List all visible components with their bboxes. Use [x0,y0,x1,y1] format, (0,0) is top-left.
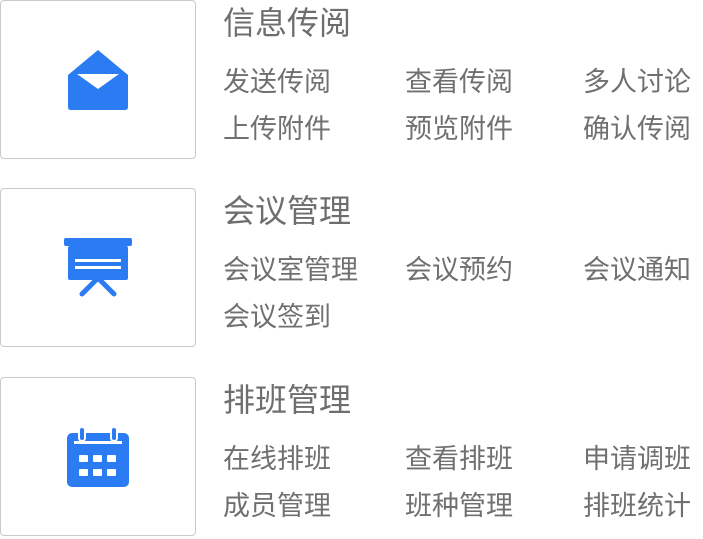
member-management-link[interactable]: 成员管理 [223,491,331,522]
send-circulation-link[interactable]: 发送传阅 [223,67,331,98]
message-circulation-icon-tile[interactable] [0,0,196,159]
preview-attachment-link[interactable]: 预览附件 [405,114,513,145]
group-discussion-link[interactable]: 多人讨论 [583,67,691,98]
confirm-circulation-link[interactable]: 确认传阅 [583,114,691,145]
meeting-reservation-link[interactable]: 会议预约 [405,255,513,286]
module-shift-management: 排班管理 在线排班 查看排班 申请调班 成员管理 班种管理 排班统计 [0,377,703,539]
calendar-icon [67,426,129,487]
meeting-management-icon-tile[interactable] [0,188,196,347]
shift-management-icon-tile[interactable] [0,377,196,536]
schedule-statistics-link[interactable]: 排班统计 [583,491,691,522]
module-title: 排班管理 [223,381,352,419]
presentation-board-icon [64,237,132,298]
request-shift-swap-link[interactable]: 申请调班 [583,444,691,475]
envelope-icon [66,49,130,111]
meeting-room-management-link[interactable]: 会议室管理 [223,255,358,286]
view-schedule-link[interactable]: 查看排班 [405,444,513,475]
meeting-check-in-link[interactable]: 会议签到 [223,302,331,333]
shift-type-management-link[interactable]: 班种管理 [405,491,513,522]
module-meeting-management: 会议管理 会议室管理 会议预约 会议通知 会议签到 [0,188,703,350]
module-message-circulation: 信息传阅 发送传阅 查看传阅 多人讨论 上传附件 预览附件 确认传阅 [0,0,703,162]
view-circulation-link[interactable]: 查看传阅 [405,67,513,98]
online-scheduling-link[interactable]: 在线排班 [223,444,331,475]
upload-attachment-link[interactable]: 上传附件 [223,114,331,145]
module-title: 会议管理 [223,192,352,230]
module-title: 信息传阅 [223,4,352,42]
meeting-notice-link[interactable]: 会议通知 [583,255,691,286]
